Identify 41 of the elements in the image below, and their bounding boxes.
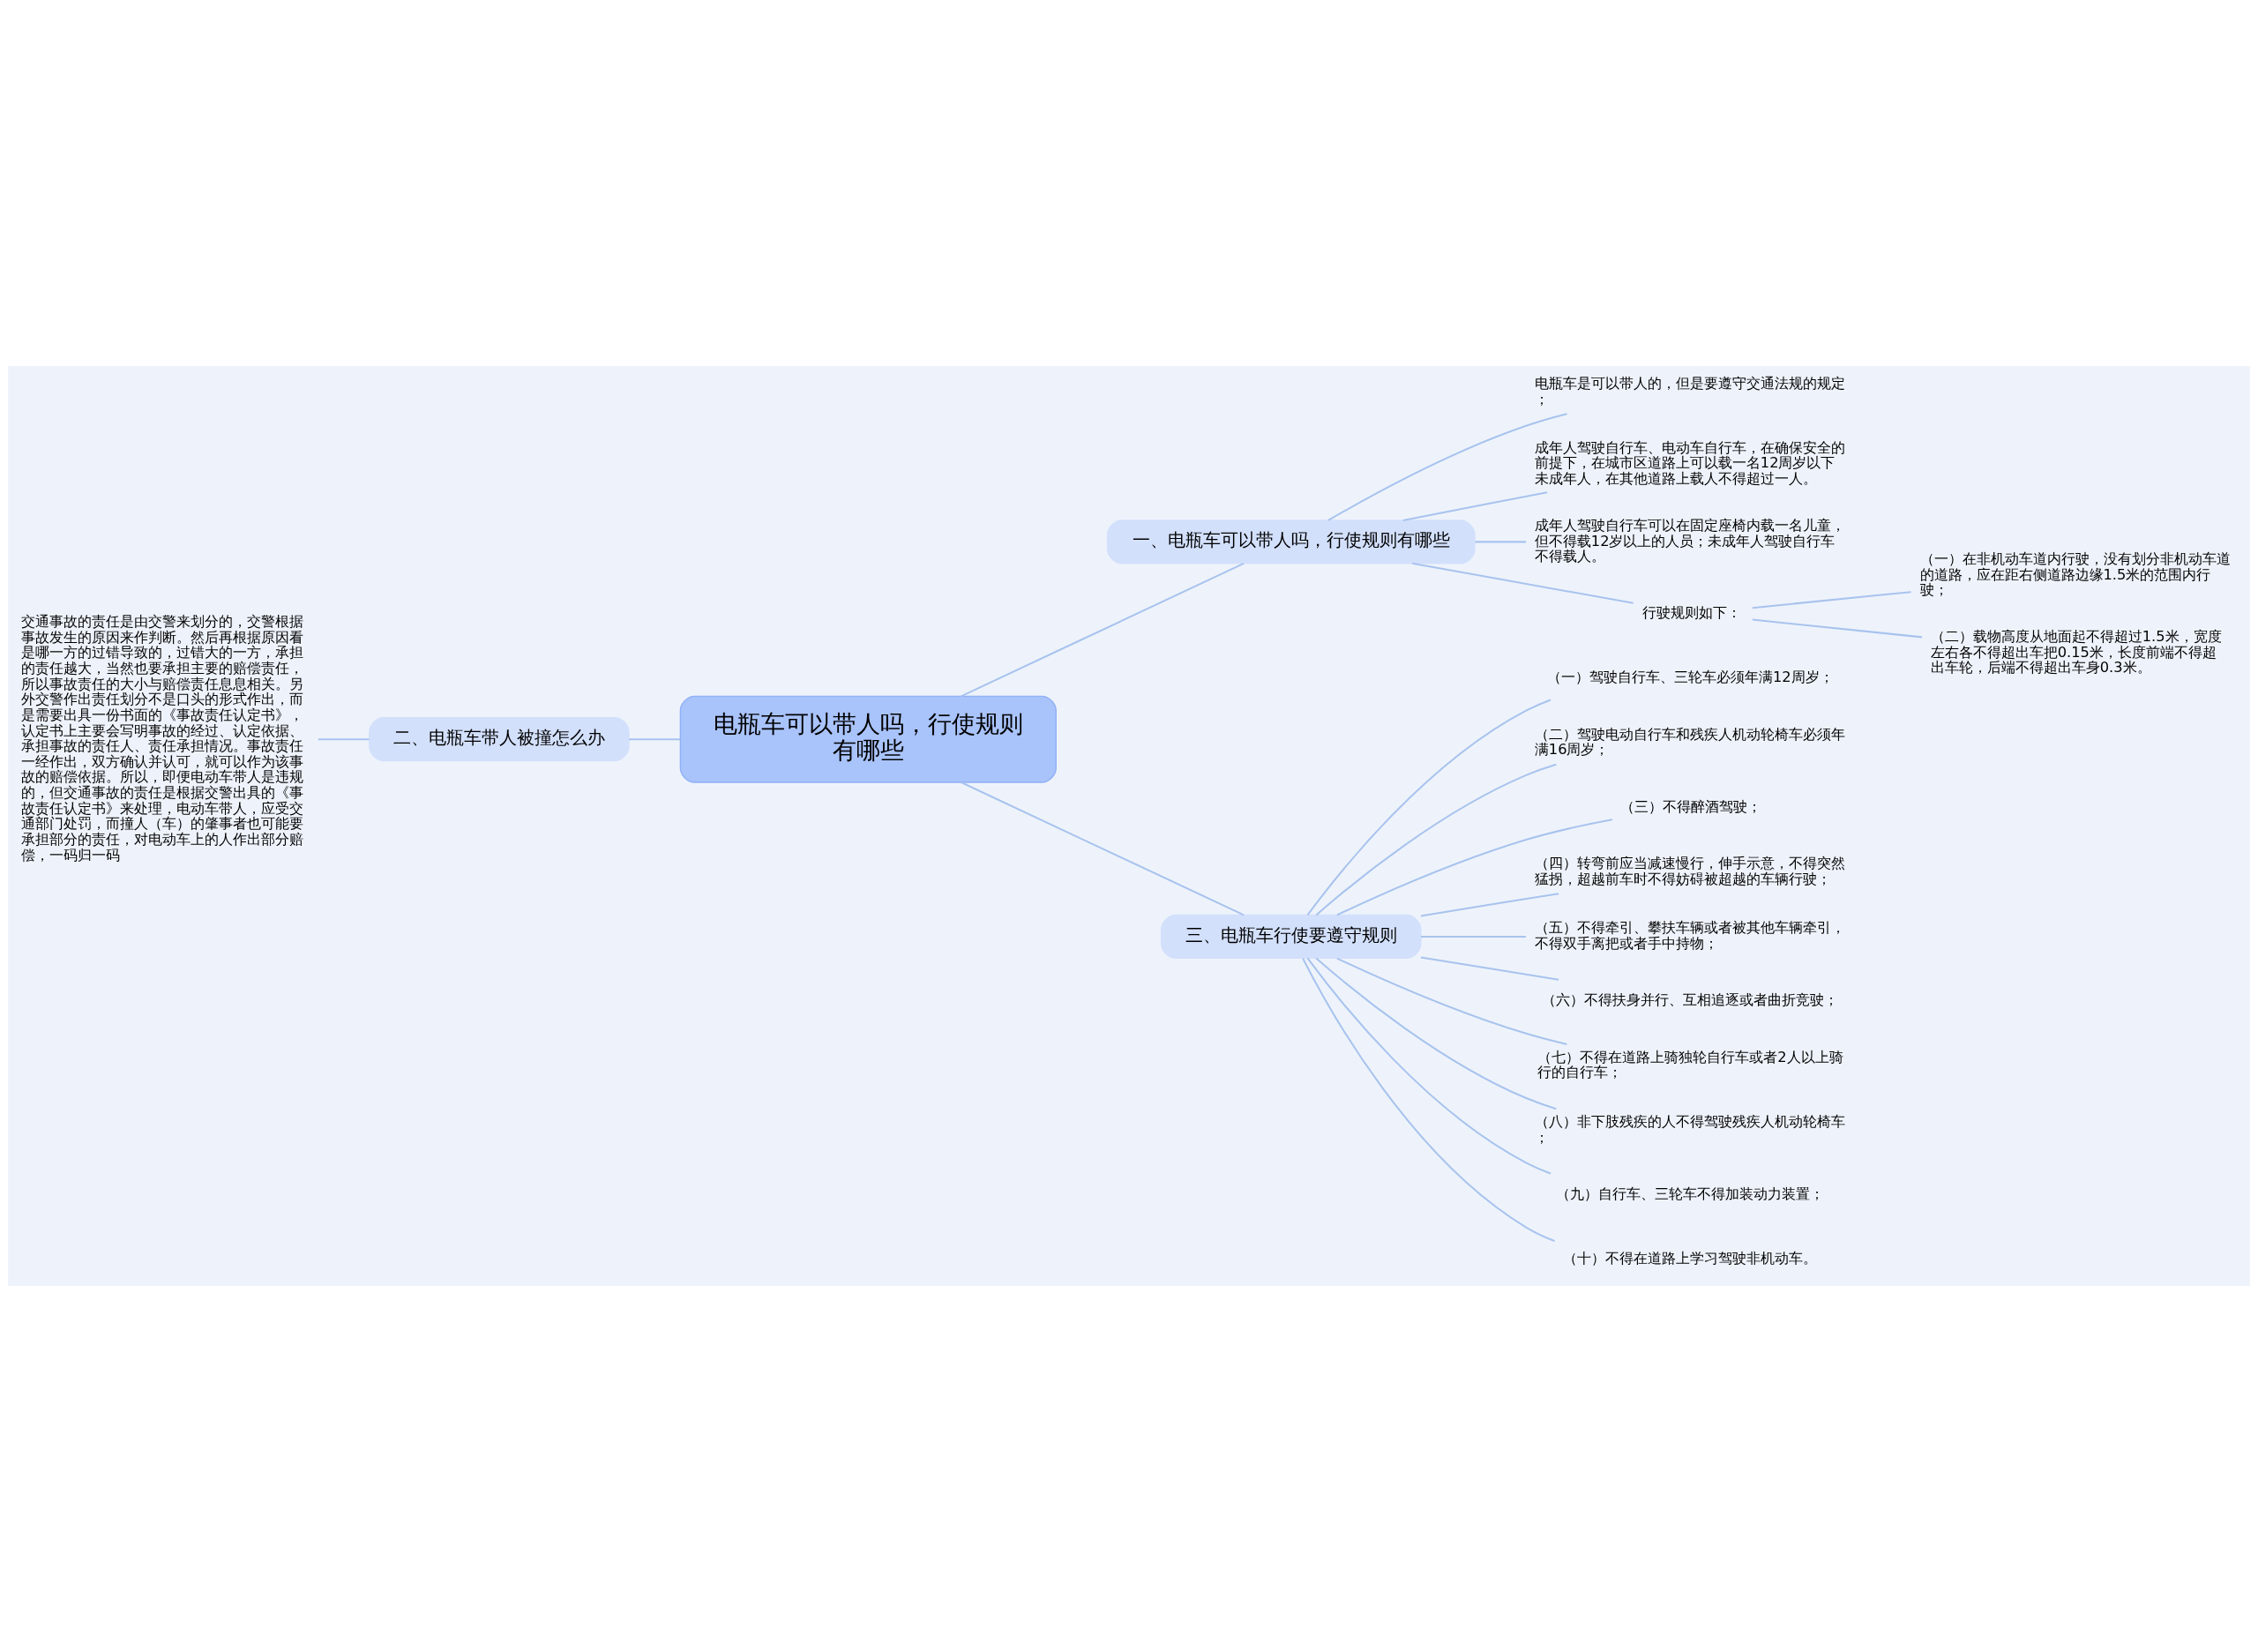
node-text: （一）在非机动车道内行驶，没有划分非机动车道的道路，应在距右侧道路边缘1.5米的范围内行驶； xyxy=(1919,549,2231,599)
connector xyxy=(1420,893,1559,917)
connector xyxy=(629,738,681,741)
connector xyxy=(1306,957,1551,1175)
node-text: （二）驾驶电动自行车和残疾人机动轮椅车必须年满16周岁； xyxy=(1534,725,1845,759)
connector xyxy=(1402,491,1548,521)
node-text: （七）不得在道路上骑独轮自行车或者2人以上骑行的自行车； xyxy=(1537,1048,1843,1081)
node-text: 成年人驾驶自行车、电动车自行车，在确保安全的前提下，在城市区道路上可以载一名12周岁以下未成年人，在其他道路上载人不得超过一人。 xyxy=(1534,438,1845,488)
connector xyxy=(1752,618,1923,639)
connector xyxy=(1475,541,1527,543)
node-box: 三、电瓶车行使要遵守规则 xyxy=(1160,914,1422,960)
node-text: （六）不得扶身并行、互相追逐或者曲折竞驶； xyxy=(1541,991,1838,1009)
connector xyxy=(1411,562,1634,604)
connector xyxy=(1302,958,1555,1242)
connector xyxy=(961,781,1245,916)
connector xyxy=(1752,591,1911,609)
node-text: （二）载物高度从地面起不得超过1.5米，宽度左右各不得超出车把0.15米，长度前端不得超出车轮，后端不得超出车身0.3米。 xyxy=(1930,628,2222,676)
node-text: 行驶规则如下： xyxy=(1641,603,1741,621)
node-text: （四）转弯前应当减速慢行，伸手示意，不得突然猛拐，超越前车时不得妨碍被超越的车辆行驶； xyxy=(1534,855,1845,887)
connector xyxy=(1327,413,1567,521)
node-text: （九）自行车、三轮车不得加装动力装置； xyxy=(1556,1185,1825,1203)
node-text: （八）非下肢残疾的人不得驾驶残疾人机动轮椅车； xyxy=(1534,1113,1845,1146)
connector xyxy=(1306,699,1551,916)
node-box: 二、电瓶车带人被撞怎么办 xyxy=(369,717,630,762)
connector xyxy=(1420,935,1526,938)
node-text: （三）不得醉酒驾驶； xyxy=(1620,797,1762,815)
connector xyxy=(1315,763,1557,916)
connector xyxy=(961,563,1245,698)
connector xyxy=(1336,957,1567,1045)
node-text: 成年人驾驶自行车可以在固定座椅内载一名儿童，但不得载12岁以上的人员；未成年人驾驶自行车不得载人。 xyxy=(1534,516,1845,565)
node-text: 交通事故的责任是由交警来划分的，交警根据事故发生的原因来作判断。然后再根据原因看是哪一方的过错导致的，过错大的一方，承担的责任越大，当然也要承担主要的赔偿责任，所以事故责任的大小与赔偿责任息息相关。另外交警作出责任划分不是口头的形式作出，而是需要出具一份书面的《事故责任认定书》，认定书上主要会写明事故的经过、认定依据、承担事故的责任人、责任承担情况。事故责任一经作出，双方确认并认可，就可以作为该事故的赔偿依据。所以，即便电动车带人是违规的，但交通事故的责任是根据交警出具的《事故责任认定书》来处理，电动车带人，应受交通部门处罚，而撞人（车）的肇事者也可能要承担部分的责任，对电动车上的人作出部分赔偿，一码归一码 xyxy=(21,613,304,863)
connector xyxy=(318,738,370,741)
node-text: （十）不得在道路上学习驾驶非机动车。 xyxy=(1563,1250,1818,1267)
node-box: 一、电瓶车可以带人吗，行使规则有哪些 xyxy=(1106,520,1476,564)
node-text: 电瓶车是可以带人的，但是要遵守交通法规的规定； xyxy=(1534,375,1845,407)
connector xyxy=(1336,819,1613,916)
connector xyxy=(1315,957,1557,1110)
node-text: （五）不得牵引、攀扶车辆或者被其他车辆牵引，不得双手离把或者手中持物； xyxy=(1534,919,1845,952)
node-text: （一）驾驶自行车、三轮车必须年满12周岁； xyxy=(1547,669,1834,686)
connector xyxy=(1420,956,1559,981)
node-box: 电瓶车可以带人吗，行使规则有哪些 xyxy=(679,695,1057,783)
